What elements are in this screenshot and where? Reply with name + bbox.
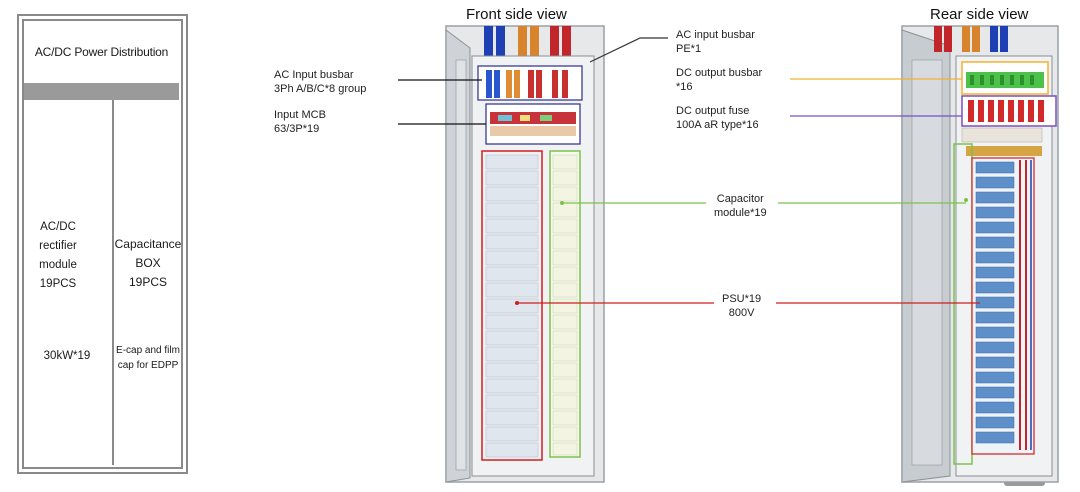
rear-view-title: Rear side view [930, 6, 1029, 23]
rectifier-module-label: AC/DC rectifier module 19PCS [39, 221, 77, 290]
front-view-title: Front side view [466, 6, 567, 23]
front-cabinet [445, 25, 605, 483]
rear-ac-busbars-top [934, 26, 1008, 52]
block-diagram-divider-bar [24, 83, 179, 100]
rear-psu-slots [975, 161, 1015, 444]
block-diagram-header: AC/DC Power Distribution [34, 45, 169, 59]
psu-module-slots [485, 154, 539, 458]
front-ac-busbars-top [484, 26, 571, 56]
block-diagram-column-divider [112, 100, 114, 465]
capacitance-note: E-cap and film cap for EDPP [116, 345, 180, 371]
rectifier-rating: 30kW*19 [43, 350, 91, 362]
leader-lines [398, 37, 980, 304]
front-busbar-bars [486, 70, 568, 98]
capacitance-box-label: Capacitance BOX 19PCS [114, 237, 182, 289]
callout-dc-busbar: DC output busbar*16 [676, 67, 763, 93]
rear-cabinet [901, 25, 1059, 483]
